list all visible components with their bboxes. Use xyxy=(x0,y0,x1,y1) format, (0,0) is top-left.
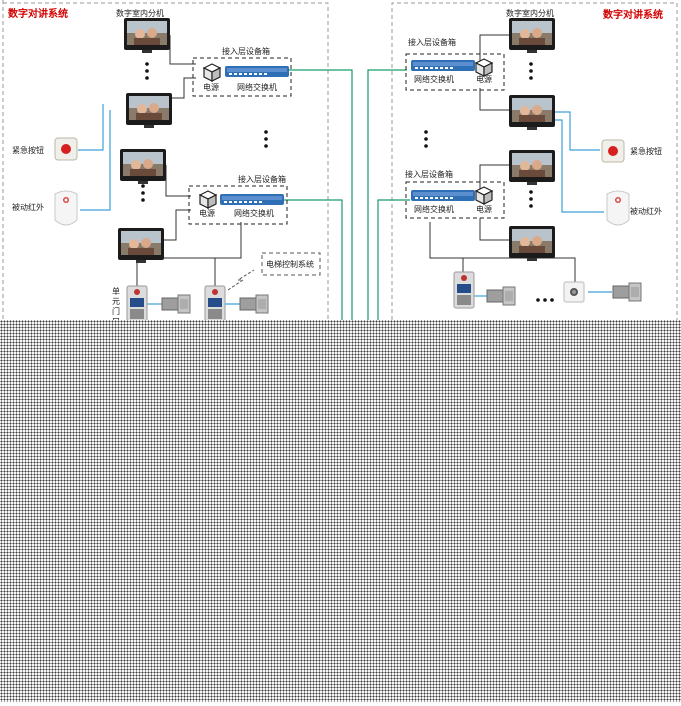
left-system-border xyxy=(2,0,329,320)
trunk-link-left-top xyxy=(289,69,353,320)
camera-icon xyxy=(563,281,585,303)
wire xyxy=(169,35,196,65)
trunk-link-right-top xyxy=(367,69,407,320)
wire xyxy=(479,164,510,190)
indoor-monitor-icon xyxy=(124,18,170,53)
right-system-title: 数字对讲系统 xyxy=(603,10,663,21)
network-switch-icon xyxy=(411,190,475,201)
access-box-right-bottom xyxy=(405,181,505,219)
access-box-left-bottom xyxy=(188,185,288,225)
wire xyxy=(164,209,191,241)
power-label: 电源 xyxy=(203,83,219,92)
indoor-monitor-icon xyxy=(118,228,164,263)
pir-sensor-label: 被动红外 xyxy=(630,207,662,216)
power-label: 电源 xyxy=(476,75,492,84)
elevator-control-box xyxy=(261,252,321,276)
wire-blue xyxy=(80,110,111,211)
electric-lock-icon xyxy=(239,294,269,314)
electric-lock-icon xyxy=(612,282,642,302)
wire xyxy=(479,34,510,62)
power-label: 电源 xyxy=(199,209,215,218)
pir-sensor-icon xyxy=(54,190,78,226)
wire xyxy=(136,222,242,290)
electric-lock-icon xyxy=(486,286,516,306)
power-supply-icon xyxy=(199,190,217,209)
network-switch-icon xyxy=(220,194,284,205)
power-supply-icon xyxy=(203,63,221,82)
trunk-link-left-bottom xyxy=(283,199,343,320)
indoor-monitor-icon xyxy=(120,149,166,184)
elevator-control-label: 电梯控制系统 xyxy=(266,260,314,269)
box-label: 接入层设备箱 xyxy=(238,175,286,184)
switch-label: 网络交换机 xyxy=(414,205,454,214)
wire xyxy=(165,165,191,197)
indoor-monitor-icon xyxy=(126,93,172,128)
access-box-right-top xyxy=(405,53,505,91)
trunk-link-right-bottom xyxy=(377,199,410,320)
ellipsis-icon xyxy=(424,62,554,302)
pir-sensor-label: 被动红外 xyxy=(12,203,44,212)
door-station-icon xyxy=(204,285,226,323)
emergency-button-label: 紧急按钮 xyxy=(12,146,44,155)
left-system-title: 数字对讲系统 xyxy=(8,9,68,20)
switch-label: 网络交换机 xyxy=(414,75,454,84)
box-label: 接入层设备箱 xyxy=(405,170,453,179)
network-switch-icon xyxy=(411,60,475,71)
indoor-monitor-icon xyxy=(509,95,555,130)
box-label: 接入层设备箱 xyxy=(408,38,456,47)
box-label: 接入层设备箱 xyxy=(222,47,270,56)
network-switch-icon xyxy=(225,66,289,77)
emergency-button-label: 紧急按钮 xyxy=(630,147,662,156)
indoor-monitor-icon xyxy=(509,150,555,185)
wire xyxy=(479,218,510,241)
ellipsis-icon xyxy=(141,62,268,202)
wire-blue xyxy=(552,111,600,151)
wireless-link xyxy=(227,269,255,291)
wire xyxy=(429,222,576,282)
power-label: 电源 xyxy=(476,205,492,214)
indoor-monitor-icon xyxy=(509,18,555,53)
indoor-unit-label: 数字室内分机 xyxy=(506,9,554,18)
emergency-button-icon xyxy=(54,137,78,161)
indoor-monitor-icon xyxy=(509,226,555,261)
power-supply-icon xyxy=(475,186,493,205)
access-box-left-top xyxy=(192,57,292,97)
wire xyxy=(479,88,510,111)
switch-label: 网络交换机 xyxy=(234,209,274,218)
door-station-icon xyxy=(126,285,148,323)
emergency-button-icon xyxy=(601,139,625,163)
redacted-region xyxy=(0,320,681,702)
power-supply-icon xyxy=(475,58,493,77)
pir-sensor-icon xyxy=(606,190,630,226)
wire xyxy=(172,77,196,99)
wire-blue xyxy=(78,104,104,151)
switch-label: 网络交换机 xyxy=(237,83,277,92)
indoor-unit-label: 数字室内分机 xyxy=(116,9,164,18)
door-station-icon xyxy=(453,271,475,309)
electric-lock-icon xyxy=(161,294,191,314)
